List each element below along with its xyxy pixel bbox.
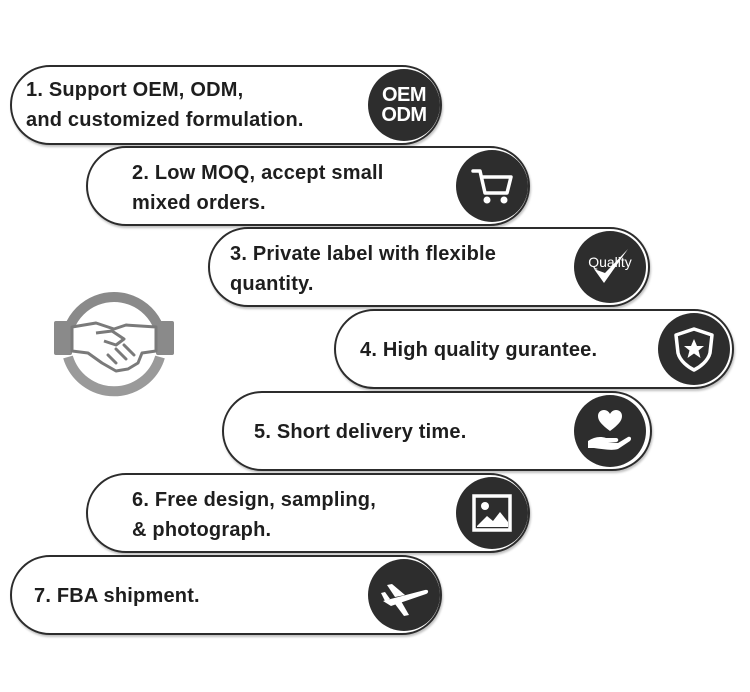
feature-pill-3: 3. Private label with flexible quantity.…	[208, 227, 650, 307]
feature-4-line-1: 4. High quality gurantee.	[360, 339, 598, 361]
feature-pill-2: 2. Low MOQ, accept small mixed orders.	[86, 146, 530, 226]
feature-2-line-1: 2. Low MOQ, accept small	[132, 162, 384, 184]
quality-check-badge: Quality	[574, 231, 646, 303]
heart-hand-icon	[588, 410, 632, 450]
feature-3-line-2: quantity.	[230, 273, 314, 295]
feature-1-line-2: and customized formulation.	[26, 109, 304, 131]
feature-7-line-1: 7. FBA shipment.	[34, 585, 200, 607]
feature-1-line-1: 1. Support OEM, ODM,	[26, 79, 244, 101]
feature-pill-6: 6. Free design, sampling, & photograph.	[86, 473, 530, 553]
feature-2-line-2: mixed orders.	[132, 192, 266, 214]
feature-pill-5: 5. Short delivery time.	[222, 391, 652, 471]
airplane-badge	[368, 559, 440, 631]
image-icon	[472, 494, 512, 532]
feature-5-line-1: 5. Short delivery time.	[254, 421, 467, 443]
checkmark-icon	[594, 249, 628, 283]
feature-pill-4: 4. High quality gurantee.	[334, 309, 734, 389]
shield-star-icon	[674, 327, 714, 372]
shopping-cart-icon	[471, 169, 513, 204]
image-badge	[456, 477, 528, 549]
feature-3-line-1: 3. Private label with flexible	[230, 243, 497, 265]
airplane-icon	[381, 584, 429, 616]
heart-hand-badge	[574, 395, 646, 467]
badge-odm-text: ODM	[381, 104, 427, 126]
feature-pill-1: 1. Support OEM, ODM, and customized form…	[10, 65, 442, 145]
shopping-cart-badge	[456, 150, 528, 222]
feature-6-line-1: 6. Free design, sampling,	[132, 489, 376, 511]
handshake-icon	[54, 292, 174, 397]
oem-odm-badge: OEM ODM	[368, 69, 440, 141]
feature-pill-7: 7. FBA shipment.	[10, 555, 442, 635]
badge-oem-text: OEM	[381, 84, 427, 106]
quality-label: Quality	[588, 254, 632, 270]
shield-badge	[658, 313, 730, 385]
feature-6-line-2: & photograph.	[132, 519, 272, 541]
